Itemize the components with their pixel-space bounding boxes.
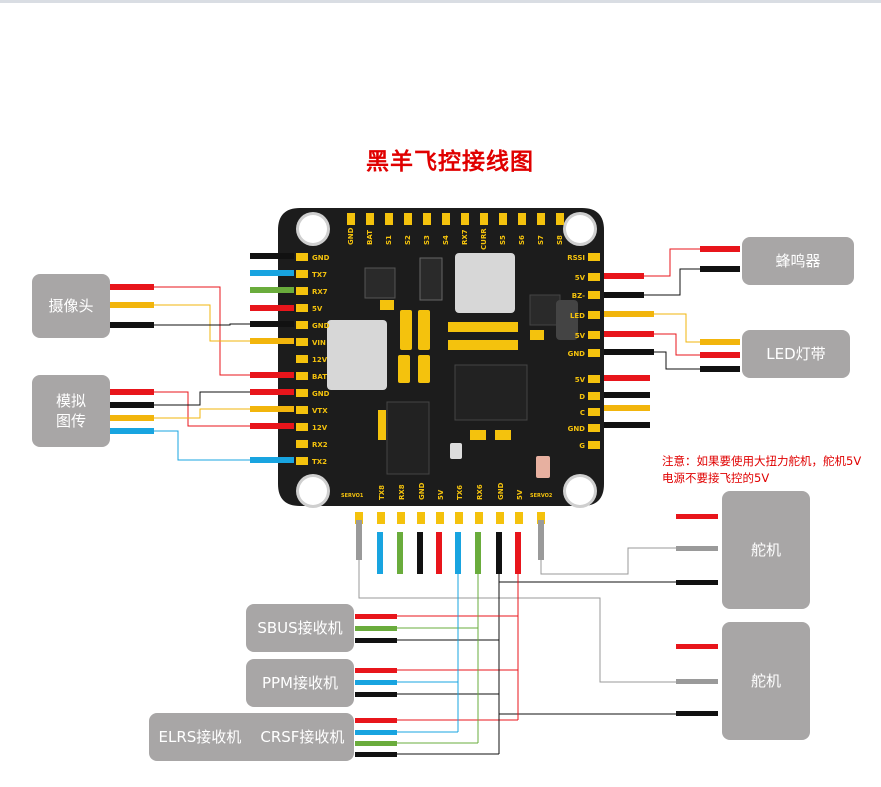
pad-right-gnd-1: GND [568, 350, 586, 358]
pad-bottom-5v-1: 5V [437, 489, 445, 500]
pad-top-s1: S1 [385, 235, 393, 245]
pad-bottom-servo2: SERVO2 [530, 493, 553, 499]
pad-labels-top: GND BAT S1 S2 S3 S4 RX7 CURR S5 S6 S7 S8 [347, 227, 564, 250]
pad-bottom-gnd-1: GND [418, 482, 426, 500]
pad-top-curr: CURR [480, 228, 488, 250]
pad-right-d: D [579, 393, 585, 401]
pad-right-5v-2: 5V [575, 332, 586, 340]
pad-top-s5: S5 [499, 235, 507, 245]
wires-bottom [355, 514, 718, 757]
diagram-title: 黑羊飞控接线图 [366, 149, 534, 175]
pad-left-bat: BAT [312, 373, 327, 381]
pad-bottom-rx6: RX6 [476, 484, 484, 500]
pad-labels-bottom: SERVO1 TX8 RX8 GND 5V TX6 RX6 GND 5V SER… [341, 482, 553, 500]
pad-top-gnd: GND [347, 227, 355, 245]
led-strip-label: LED灯带 [766, 345, 826, 363]
servo-box-2: 舵机 [722, 622, 810, 740]
pad-left-rx2: RX2 [312, 441, 328, 449]
pad-left-12v-2: 12V [312, 424, 328, 432]
top-divider [0, 0, 881, 3]
led-strip-box: LED灯带 [742, 330, 850, 378]
buzzer-box: 蜂鸣器 [742, 237, 854, 285]
servo-label-2: 舵机 [750, 672, 781, 690]
pad-labels-left: GND TX7 RX7 5V GND VIN 12V BAT GND VTX 1… [312, 254, 330, 466]
pad-top-rx7: RX7 [461, 229, 469, 245]
pad-top-s2: S2 [404, 235, 412, 245]
pad-left-5v: 5V [312, 305, 323, 313]
pad-bottom-tx8: TX8 [378, 485, 386, 500]
analog-vtx-label-1: 模拟 [55, 392, 86, 410]
pad-bottom-servo1: SERVO1 [341, 493, 364, 499]
ppm-receiver-label: PPM接收机 [261, 674, 339, 692]
servo-box-1: 舵机 [722, 491, 810, 609]
pad-left-rx7: RX7 [312, 288, 328, 296]
crsf-receiver-label: CRSF接收机 [260, 728, 345, 746]
wires-left [110, 253, 294, 463]
pad-right-rssi: RSSI [567, 254, 585, 262]
pad-top-s8: S8 [556, 235, 564, 245]
pad-top-s6: S6 [518, 235, 526, 245]
analog-vtx-label-2: 图传 [55, 412, 86, 430]
pad-left-tx2: TX2 [312, 458, 327, 466]
pad-left-vin: VIN [312, 339, 326, 347]
pad-bottom-5v-2: 5V [516, 489, 524, 500]
pad-left-gnd-3: GND [312, 390, 330, 398]
pad-labels-right: RSSI 5V BZ- LED 5V GND 5V D C GND G [567, 254, 585, 450]
servo-power-note: 注意：如果要使用大扭力舵机，舵机5V电源不要接飞控的5V [662, 454, 862, 485]
pad-top-s3: S3 [423, 235, 431, 245]
pad-right-led: LED [570, 312, 585, 320]
pad-right-gnd-2: GND [568, 425, 586, 433]
pad-left-vtx: VTX [312, 407, 328, 415]
pad-right-bz: BZ- [572, 292, 585, 300]
servo-label-1: 舵机 [750, 541, 781, 559]
elrs-receiver-label: ELRS接收机 [158, 728, 242, 746]
pad-right-5v-1: 5V [575, 274, 586, 282]
buzzer-label: 蜂鸣器 [775, 252, 821, 270]
pad-right-g: G [579, 442, 585, 450]
ppm-receiver-box: PPM接收机 [246, 659, 354, 707]
sbus-receiver-box: SBUS接收机 [246, 604, 354, 652]
pad-top-s4: S4 [442, 235, 450, 245]
pad-left-12v-1: 12V [312, 356, 328, 364]
pad-right-5v-3: 5V [575, 376, 586, 384]
sbus-receiver-label: SBUS接收机 [257, 619, 343, 637]
pad-top-bat: BAT [366, 230, 374, 245]
pad-bottom-gnd-2: GND [497, 482, 505, 500]
analog-vtx-box: 模拟 图传 [32, 375, 110, 447]
wires-right [604, 246, 740, 428]
camera-box: 摄像头 [32, 274, 110, 338]
pad-left-gnd-1: GND [312, 254, 330, 262]
pad-bottom-rx8: RX8 [398, 484, 406, 500]
pad-left-gnd-2: GND [312, 322, 330, 330]
pad-left-tx7: TX7 [312, 271, 327, 279]
pad-right-c: C [580, 409, 585, 417]
flight-controller-board: GND BAT S1 S2 S3 S4 RX7 CURR S5 S6 S7 S8… [278, 208, 604, 524]
pad-bottom-tx6: TX6 [456, 485, 464, 500]
pad-top-s7: S7 [537, 235, 545, 245]
elrs-crsf-receiver-box: ELRS接收机 CRSF接收机 [149, 713, 354, 761]
camera-label: 摄像头 [48, 297, 94, 315]
